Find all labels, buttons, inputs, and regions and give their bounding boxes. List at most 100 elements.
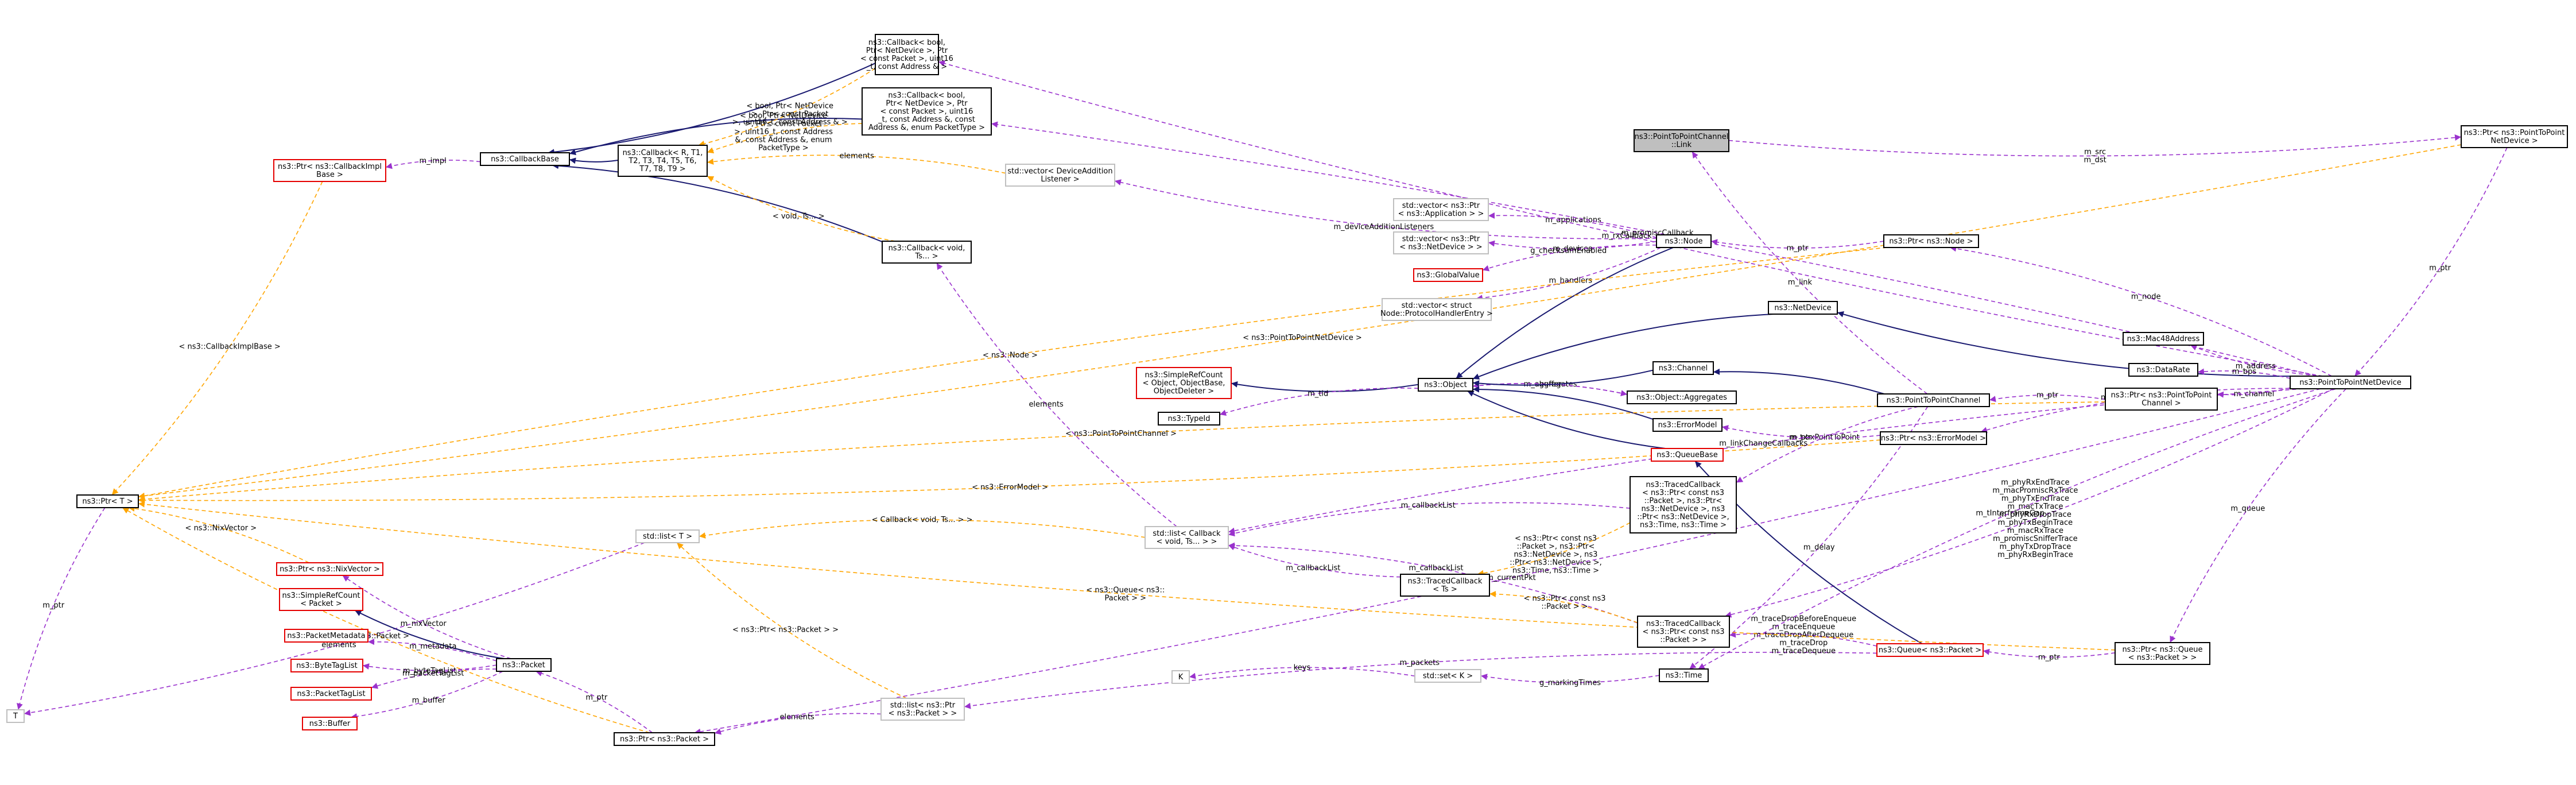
class-node-typeid[interactable]: ns3::TypeId: [1158, 412, 1220, 426]
class-box[interactable]: [279, 588, 363, 611]
class-node-K[interactable]: K: [1171, 670, 1190, 684]
class-box[interactable]: [273, 159, 386, 182]
class-node-ptrerrormodel[interactable]: ns3::Ptr< ns3::ErrorModel >: [1880, 431, 1987, 445]
class-box[interactable]: [1158, 412, 1220, 426]
class-node-aggregates[interactable]: ns3::Object::Aggregates: [1627, 390, 1737, 404]
class-box[interactable]: [284, 629, 368, 643]
class-node-simplerefcount_obj[interactable]: ns3::SimpleRefCount< Object, ObjectBase,…: [1136, 367, 1232, 399]
class-node-callbackbase[interactable]: ns3::CallbackBase: [480, 152, 570, 166]
class-node-tracedcb3[interactable]: ns3::TracedCallback< ns3::Ptr< const ns3…: [1630, 476, 1737, 533]
class-node-stdlistptrpkt[interactable]: std::list< ns3::Ptr< ns3::Packet > >: [880, 698, 965, 721]
class-node-T[interactable]: T: [6, 709, 25, 723]
class-box[interactable]: [862, 87, 992, 136]
class-box[interactable]: [2290, 376, 2411, 389]
class-node-p2pchannel[interactable]: ns3::PointToPointChannel: [1877, 393, 1990, 407]
class-node-mac48[interactable]: ns3::Mac48Address: [2123, 332, 2204, 346]
class-box[interactable]: [76, 494, 139, 508]
class-box[interactable]: [2105, 388, 2218, 411]
class-node-queuebase[interactable]: ns3::QueueBase: [1651, 448, 1724, 462]
class-node-node[interactable]: ns3::Node: [1656, 234, 1712, 248]
class-box[interactable]: [1627, 390, 1737, 404]
class-box[interactable]: [1634, 129, 1729, 152]
class-node-tracedcbpkt[interactable]: ns3::TracedCallback< ns3::Ptr< const ns3…: [1637, 616, 1730, 648]
class-node-buffer[interactable]: ns3::Buffer: [302, 717, 358, 730]
class-box[interactable]: [302, 717, 358, 730]
class-box[interactable]: [1393, 231, 1489, 254]
class-box[interactable]: [1768, 301, 1838, 315]
class-node-ptrqueue[interactable]: ns3::Ptr< ns3::Queue< ns3::Packet > >: [2115, 642, 2210, 665]
class-node-globalvalue[interactable]: ns3::GlobalValue: [1413, 268, 1483, 282]
class-node-ptrnixvector[interactable]: ns3::Ptr< ns3::NixVector >: [276, 562, 383, 576]
class-node-time[interactable]: ns3::Time: [1659, 668, 1709, 682]
class-box[interactable]: [1876, 643, 1984, 657]
class-box[interactable]: [1651, 448, 1724, 462]
class-box[interactable]: [1171, 670, 1190, 684]
class-box[interactable]: [875, 34, 939, 75]
class-node-pktmeta[interactable]: ns3::PacketMetadata: [284, 629, 368, 643]
class-box[interactable]: [480, 152, 570, 166]
class-box[interactable]: [1136, 367, 1232, 399]
class-box[interactable]: [618, 145, 708, 177]
class-box[interactable]: [290, 659, 363, 672]
class-box[interactable]: [276, 562, 383, 576]
class-node-callbackT[interactable]: ns3::Callback< R, T1,T2, T3, T4, T5, T6,…: [618, 145, 708, 177]
class-node-errormodel[interactable]: ns3::ErrorModel: [1652, 418, 1722, 432]
class-box[interactable]: [1877, 393, 1990, 407]
class-node-object[interactable]: ns3::Object: [1418, 378, 1473, 392]
class-node-ptrT[interactable]: ns3::Ptr< T >: [76, 494, 139, 508]
class-node-vec_nd[interactable]: std::vector< ns3::Ptr< ns3::NetDevice > …: [1393, 231, 1489, 254]
class-box[interactable]: [1382, 298, 1492, 321]
class-node-ptrpacket[interactable]: ns3::Ptr< ns3::Packet >: [614, 732, 715, 746]
class-box[interactable]: [1656, 234, 1712, 248]
class-box[interactable]: [882, 241, 972, 264]
class-box[interactable]: [1652, 418, 1722, 432]
class-node-netdevice[interactable]: ns3::NetDevice: [1768, 301, 1838, 315]
class-box[interactable]: [1393, 198, 1489, 221]
class-box[interactable]: [2128, 363, 2198, 377]
class-node-ptrnode[interactable]: ns3::Ptr< ns3::Node >: [1883, 234, 1979, 248]
class-box[interactable]: [1630, 476, 1737, 533]
class-node-p2plink[interactable]: ns3::PointToPointChannel::Link: [1634, 129, 1729, 152]
class-box[interactable]: [1659, 668, 1709, 682]
class-box[interactable]: [1005, 164, 1115, 187]
class-node-queuepkt[interactable]: ns3::Queue< ns3::Packet >: [1876, 643, 1984, 657]
class-box[interactable]: [1145, 526, 1229, 549]
class-box[interactable]: [880, 698, 965, 721]
class-node-stdlistT[interactable]: std::list< T >: [635, 529, 700, 543]
class-node-packet[interactable]: ns3::Packet: [496, 658, 552, 672]
class-node-p2pnetdevice[interactable]: ns3::PointToPointNetDevice: [2290, 376, 2411, 389]
class-box[interactable]: [1418, 378, 1473, 392]
class-box[interactable]: [6, 709, 25, 723]
class-box[interactable]: [1637, 616, 1730, 648]
class-box[interactable]: [2123, 332, 2204, 346]
class-node-tracedcbTs[interactable]: ns3::TracedCallback< Ts >: [1400, 574, 1490, 597]
class-node-datarate[interactable]: ns3::DataRate: [2128, 363, 2198, 377]
class-box[interactable]: [1652, 361, 1714, 375]
class-node-stdlistcb[interactable]: std::list< Callback< void, Ts... > >: [1145, 526, 1229, 549]
class-node-simplerefcount_pkt[interactable]: ns3::SimpleRefCount< Packet >: [279, 588, 363, 611]
class-box[interactable]: [496, 658, 552, 672]
class-node-vec_app[interactable]: std::vector< ns3::Ptr< ns3::Application …: [1393, 198, 1489, 221]
class-node-channel[interactable]: ns3::Channel: [1652, 361, 1714, 375]
class-box[interactable]: [1880, 431, 1987, 445]
class-box[interactable]: [1883, 234, 1979, 248]
class-box[interactable]: [2115, 642, 2210, 665]
class-node-cbvoid[interactable]: ns3::Callback< void,Ts... >: [882, 241, 972, 264]
class-node-cb_bool_ptr[interactable]: ns3::Callback< bool,Ptr< NetDevice >, Pt…: [860, 34, 953, 75]
class-box[interactable]: [1413, 268, 1483, 282]
class-box[interactable]: [2461, 125, 2568, 148]
class-node-pkttaglist[interactable]: ns3::PacketTagList: [290, 687, 372, 701]
class-box[interactable]: [290, 687, 372, 701]
class-box[interactable]: [1400, 574, 1490, 597]
class-box[interactable]: [635, 529, 700, 543]
class-node-bytetaglist[interactable]: ns3::ByteTagList: [290, 659, 363, 672]
class-node-stdsetK[interactable]: std::set< K >: [1414, 669, 1481, 683]
class-box[interactable]: [614, 732, 715, 746]
class-box[interactable]: [1414, 669, 1481, 683]
class-node-cb_bool_ptr2[interactable]: ns3::Callback< bool,Ptr< NetDevice >, Pt…: [862, 87, 992, 136]
